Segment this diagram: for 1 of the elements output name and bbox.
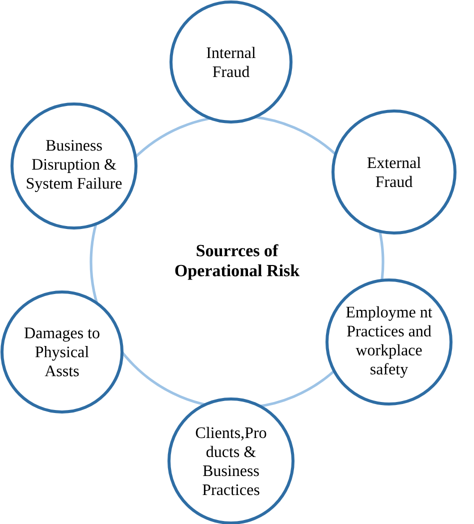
node-label: Clients,Pro ducts & Business Practices (196, 426, 266, 496)
